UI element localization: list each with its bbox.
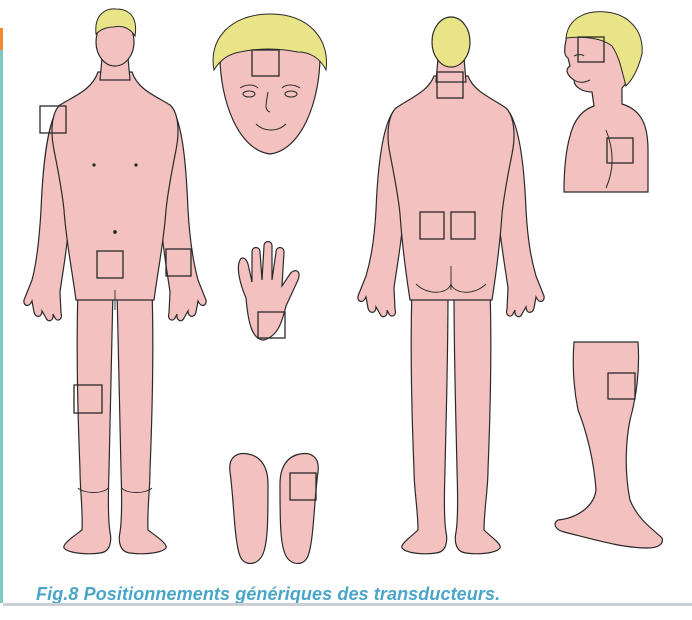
- side-leg-view: [555, 342, 662, 548]
- bottom-divider: [3, 603, 692, 606]
- figure-panel: Fig.8 Positionnements génériques des tra…: [8, 0, 692, 605]
- front-body: [24, 18, 206, 554]
- anatomical-diagram: [8, 0, 692, 605]
- left-accent-tab: [0, 28, 3, 50]
- left-accent-rule: [0, 28, 3, 603]
- back-left-leg: [402, 290, 448, 554]
- side-upper-body-view: [564, 12, 648, 192]
- right-sole: [280, 454, 318, 564]
- back-head: [432, 17, 470, 67]
- face-view: [213, 14, 326, 154]
- front-torso: [52, 72, 178, 300]
- front-right-leg: [117, 290, 166, 554]
- front-left-leg: [64, 290, 113, 554]
- palm-hand-skin: [238, 242, 299, 341]
- back-right-leg: [454, 290, 500, 554]
- soles-feet-view: [230, 454, 319, 564]
- face-skin: [220, 36, 320, 154]
- left-sole: [230, 454, 268, 564]
- figure-caption: Fig.8 Positionnements génériques des tra…: [36, 584, 500, 605]
- palm-hand-view: [238, 242, 299, 341]
